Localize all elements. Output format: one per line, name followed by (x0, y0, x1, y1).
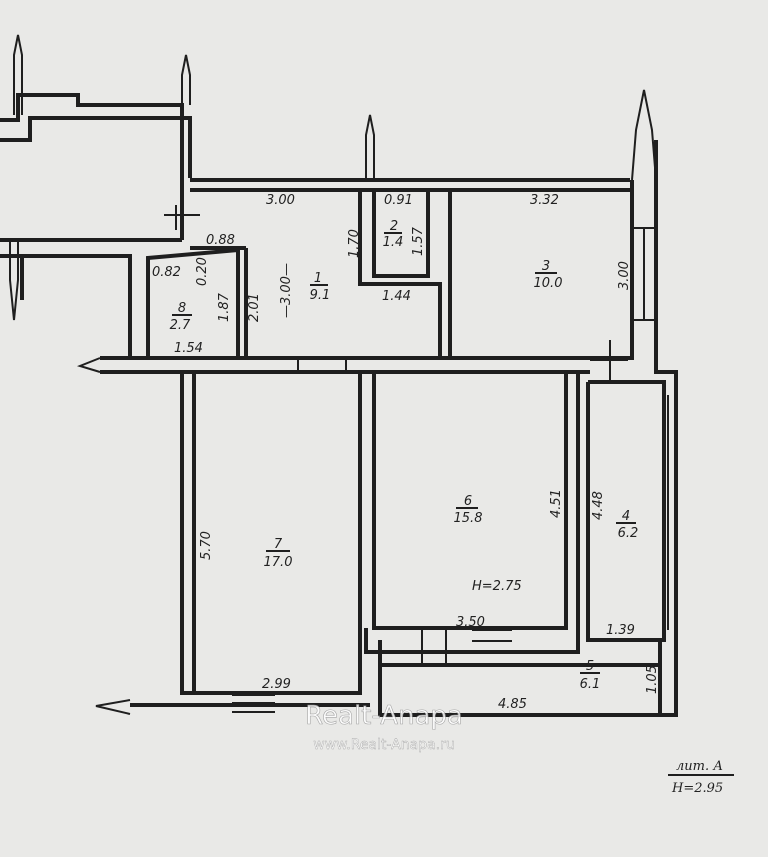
svg-text:15.8: 15.8 (454, 511, 483, 526)
svg-text:7: 7 (274, 537, 283, 552)
dim-label: 1.39 (606, 623, 635, 638)
room-3-label: 3 10.0 (534, 259, 563, 291)
svg-text:лит. А: лит. А (676, 759, 723, 774)
svg-text:H=2.95: H=2.95 (671, 781, 723, 796)
room-8-label: 8 2.7 (170, 301, 192, 333)
dim-label: 0.88 (206, 233, 235, 248)
room-6-label: 6 15.8 (454, 494, 483, 526)
dim-label: 1.05 (645, 665, 660, 694)
arrow-up-icon (181, 54, 191, 105)
svg-text:1.4: 1.4 (383, 235, 404, 250)
dim-label: 3.00 (617, 261, 632, 290)
svg-text:2.7: 2.7 (170, 318, 191, 333)
watermark-url: www.Realt-Anapa.ru (313, 737, 455, 753)
dim-label: 1.70 (347, 229, 362, 258)
arrow-left-icon (95, 699, 131, 715)
arrow-down-icon (9, 240, 19, 321)
arrow-up-icon (365, 114, 375, 180)
dim-label: 4.48 (591, 491, 606, 520)
svg-text:17.0: 17.0 (264, 555, 293, 570)
arrow-up-icon (13, 34, 23, 115)
dim-label: 0.82 (152, 265, 181, 280)
dim-label: 4.51 (549, 489, 564, 518)
dim-label: 4.85 (498, 697, 527, 712)
svg-text:8: 8 (178, 301, 186, 316)
dim-label: 1.54 (174, 341, 203, 356)
svg-text:6.1: 6.1 (580, 677, 601, 692)
dim-label: 5.70 (199, 531, 214, 560)
dim-label: —3.00— (279, 263, 294, 318)
section-arrows (9, 34, 657, 715)
room-4-label: 4 6.2 (616, 509, 638, 541)
svg-text:9.1: 9.1 (310, 288, 331, 303)
watermark: Realt-Anapa www.Realt-Anapa.ru (305, 701, 463, 754)
dim-label: 0.20 (195, 257, 210, 286)
dim-label: 3.50 (456, 615, 485, 630)
svg-text:1: 1 (314, 271, 322, 286)
svg-text:4: 4 (622, 509, 630, 524)
svg-text:3: 3 (542, 259, 550, 274)
room-1-label: 1 9.1 (310, 271, 331, 303)
dim-label: 3.32 (530, 193, 559, 208)
lit-stamp: лит. А H=2.95 (668, 759, 734, 796)
ceiling-height-label: H=2.75 (472, 579, 522, 594)
dim-label: 1.87 (217, 292, 232, 322)
dim-label: 3.00 (266, 193, 295, 208)
room-labels: 1 9.1 2 1.4 3 10.0 4 6.2 5 6.1 6 15.8 (170, 219, 639, 692)
arrow-up-icon (631, 89, 657, 181)
watermark-brand: Realt-Anapa (305, 701, 463, 731)
dim-label: 2.01 (247, 293, 262, 322)
svg-text:10.0: 10.0 (534, 276, 563, 291)
walls (0, 93, 678, 717)
svg-text:5: 5 (586, 659, 594, 674)
arrow-left-icon (76, 357, 101, 373)
svg-text:6.2: 6.2 (618, 526, 639, 541)
room-5-label: 5 6.1 (580, 659, 601, 692)
dimension-labels: 3.00 0.91 3.32 1.70 1.57 0.88 0.82 0.20 … (152, 193, 660, 712)
openings (164, 205, 669, 713)
dim-label: 1.44 (382, 289, 411, 304)
dim-label: 0.91 (384, 193, 413, 208)
svg-text:6: 6 (464, 494, 472, 509)
room-7-label: 7 17.0 (264, 537, 293, 570)
dim-label: 2.99 (262, 677, 291, 692)
room-2-label: 2 1.4 (383, 219, 404, 250)
dim-label: 1.57 (411, 226, 426, 256)
svg-text:2: 2 (390, 219, 398, 234)
